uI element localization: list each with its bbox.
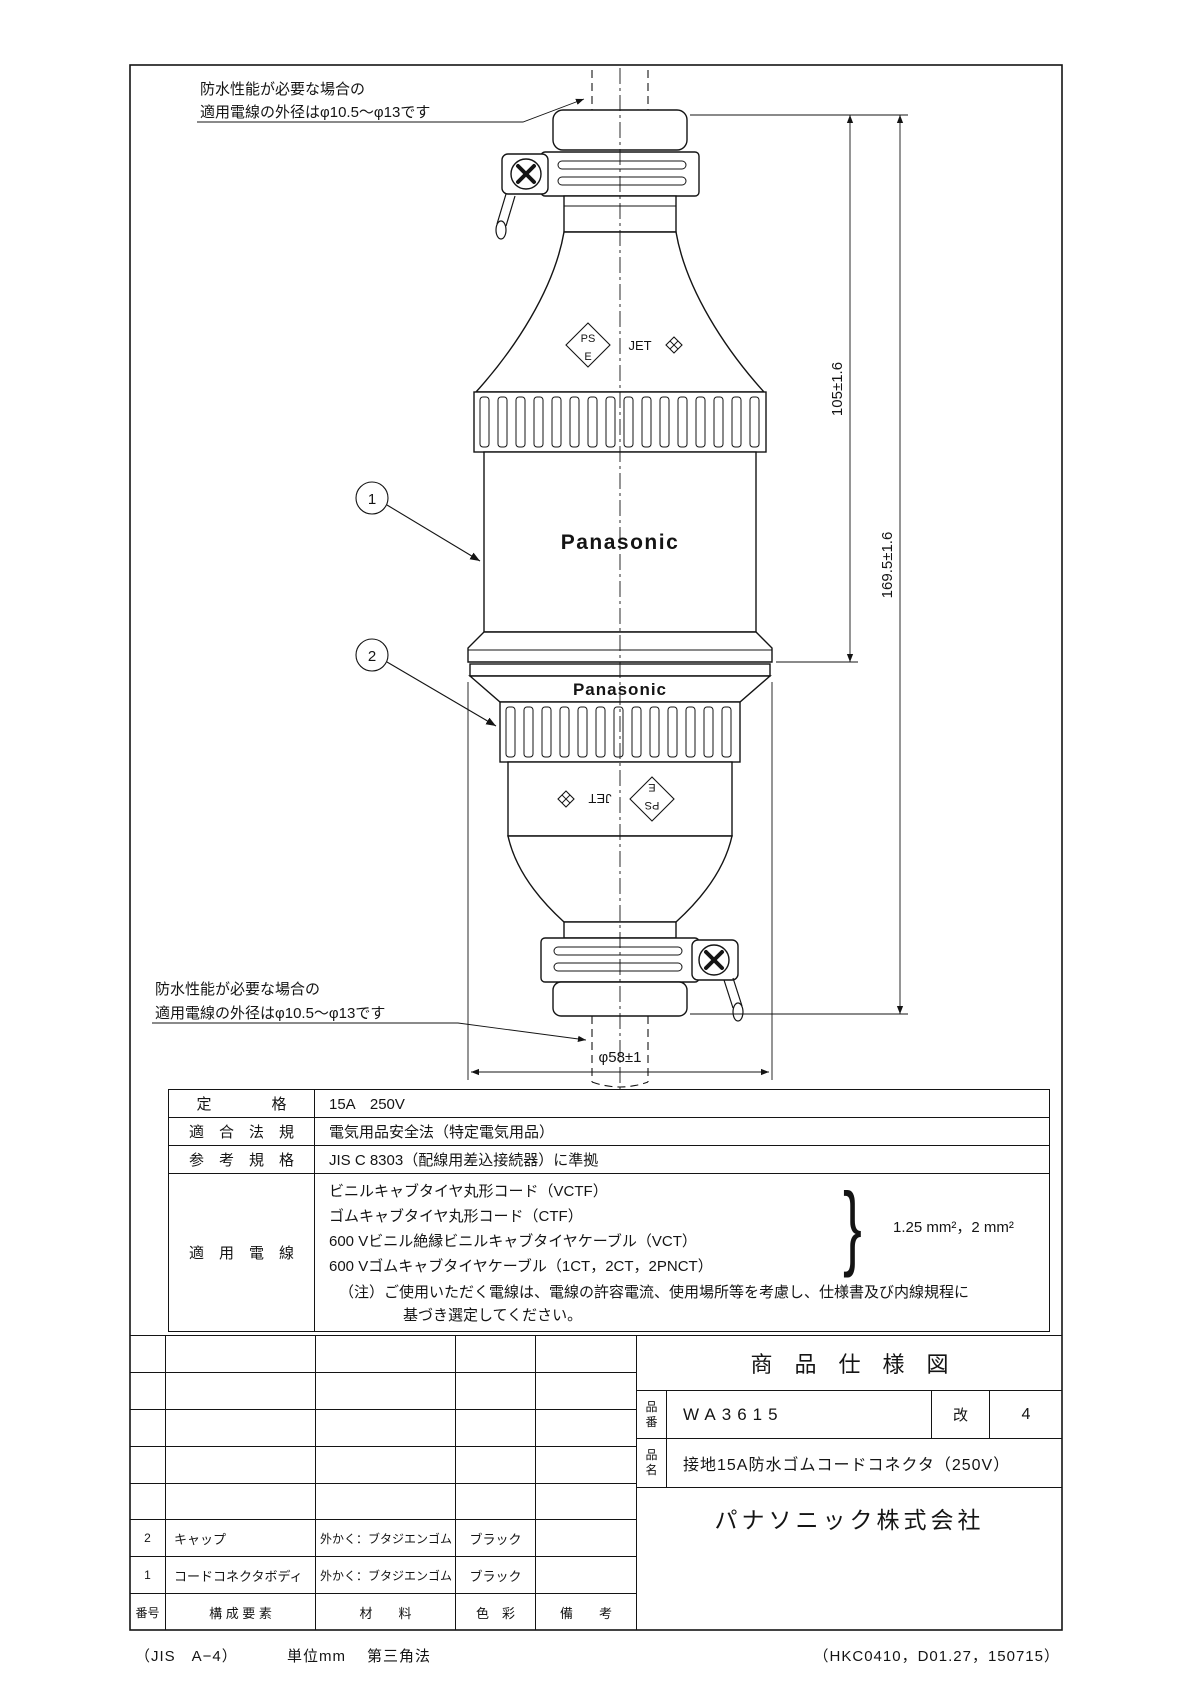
waterproof-note-top-line2: 適用電線の外径はφ10.5～φ13です [200, 103, 430, 121]
part-number-value: WA3615 [683, 1404, 784, 1424]
title-block: 商 品 仕 様 図 品 番 WA3615 改 4 品 名 接地15A防水ゴムコー… [636, 1335, 1062, 1630]
company-name: パナソニック株式会社 [714, 1507, 985, 1533]
waterproof-note-top-line1: 防水性能が必要な場合の [200, 81, 365, 98]
drawing-frame [129, 64, 1063, 1631]
note-leaders [152, 98, 587, 1043]
balloon-2-number: 2 [368, 648, 376, 665]
dimension-lines [467, 114, 908, 1080]
jet-mark-text: JET [628, 338, 651, 353]
parts-empty-row [130, 1446, 636, 1484]
header-remarks: 備 考 [559, 1605, 612, 1621]
balloon-1-number: 1 [368, 491, 376, 508]
wire-caution-line2: 基づき選定してください。 [403, 1307, 583, 1324]
parts-empty-row [130, 1336, 636, 1373]
waterproof-note-bottom-line1: 防水性能が必要な場合の [155, 981, 320, 998]
balloon-1-circle [355, 481, 389, 515]
dim-label-105: 105±1.6 [829, 362, 846, 416]
spec-label-rating: 定 格 [169, 1090, 315, 1117]
part-color: ブラック [456, 1557, 536, 1594]
cable-clamp-top [495, 151, 700, 240]
e-mark-text: E [584, 351, 591, 363]
pse-jet-mark-top [565, 322, 683, 368]
product-name-row: 品 名 接地15A防水ゴムコードコネクタ（250V） [637, 1439, 1062, 1488]
document-code: （HKC0410，D01.27，150715） [813, 1648, 1060, 1665]
part-component: キャップ [166, 1520, 316, 1557]
product-name-label: 品 名 [637, 1439, 667, 1487]
cable-top-dashed [591, 70, 649, 112]
spec-value-rating: 15A 250V [329, 1096, 405, 1113]
pse-jet-mark-bottom [557, 776, 675, 822]
spec-label-law: 適 合 法 規 [169, 1118, 315, 1145]
wire-type-ct: 600 Vゴムキャブタイヤケーブル（1CT，2CT，2PNCT） [329, 1258, 713, 1275]
spec-table: 定 格 15A 250V 適 合 法 規 電気用品安全法（特定電気用品） 参 考… [168, 1089, 1050, 1332]
part-remarks [536, 1520, 636, 1556]
wire-type-ctf: ゴムキャブタイヤ丸形コード（CTF） [329, 1208, 583, 1225]
ps-mark-text-inverted: PS [645, 799, 660, 811]
parts-header-row: 番号 構 成 要 素 材 料 色 彩 備 考 [130, 1594, 636, 1630]
e-mark-text-inverted: E [648, 781, 655, 793]
balloon-2-circle [355, 638, 389, 672]
spec-value-wires: ビニルキャブタイヤ丸形コード（VCTF） ゴムキャブタイヤ丸形コード（CTF） … [315, 1174, 1049, 1331]
spec-row-standard: 参 考 規 格 JIS C 8303（配線用差込接続器）に準拠 [169, 1145, 1049, 1173]
part-remarks [536, 1557, 636, 1593]
part-number-row: 品 番 WA3615 改 4 [637, 1391, 1062, 1439]
spec-value-standard: JIS C 8303（配線用差込接続器）に準拠 [329, 1152, 599, 1169]
part-material: 外かく：ブタジエンゴム [316, 1520, 456, 1557]
spec-row-wires: 適 用 電 線 ビニルキャブタイヤ丸形コード（VCTF） ゴムキャブタイヤ丸形コ… [169, 1173, 1049, 1331]
clamp-bail-wire [723, 977, 744, 1022]
header-material: 材 料 [316, 1594, 456, 1630]
brace-glyph: } [843, 1173, 862, 1278]
header-component: 構 成 要 素 [166, 1594, 316, 1630]
wire-type-vct: 600 Vビニル絶縁ビニルキャブタイヤケーブル（VCT） [329, 1233, 697, 1250]
parts-row-cap: 2 キャップ 外かく：ブタジエンゴム ブラック [130, 1520, 636, 1558]
part-component: コードコネクタボディ [166, 1557, 316, 1594]
spec-label-wires: 適 用 電 線 [169, 1174, 315, 1331]
spec-row-law: 適 合 法 規 電気用品安全法（特定電気用品） [169, 1117, 1049, 1145]
dim-label-diameter: φ58±1 [599, 1049, 642, 1066]
spec-label-standard: 参 考 規 格 [169, 1146, 315, 1173]
part-number: 1 [130, 1557, 166, 1594]
unit-note: 単位mm [287, 1648, 346, 1665]
parts-list-table: 2 キャップ 外かく：ブタジエンゴム ブラック 1 コードコネクタボディ 外かく… [130, 1335, 636, 1630]
wire-type-vctf: ビニルキャブタイヤ丸形コード（VCTF） [329, 1183, 608, 1200]
jet-mark-text-inverted: JET [588, 791, 611, 806]
dim-label-169: 169.5±1.6 [879, 532, 896, 599]
spec-value-law: 電気用品安全法（特定電気用品） [329, 1124, 555, 1141]
grip-ribs-upper [479, 396, 760, 448]
parts-row-body: 1 コードコネクタボディ 外かく：ブタジエンゴム ブラック [130, 1557, 636, 1595]
part-number: 2 [130, 1520, 166, 1557]
revision-label: 改 [931, 1391, 989, 1438]
brand-logo-body: Panasonic [561, 531, 680, 554]
clamp-bail-wire [495, 193, 516, 240]
waterproof-note-bottom-line2: 適用電線の外径はφ10.5～φ13です [155, 1004, 385, 1022]
part-number-label: 品 番 [637, 1391, 667, 1438]
spec-row-rating: 定 格 15A 250V [169, 1090, 1049, 1117]
part-material: 外かく：ブタジエンゴム [316, 1557, 456, 1594]
part-color: ブラック [456, 1520, 536, 1557]
paper-size-note: （JIS A−4） [135, 1648, 238, 1665]
header-number: 番号 [130, 1594, 166, 1630]
product-name-value: 接地15A防水ゴムコードコネクタ（250V） [683, 1457, 1011, 1474]
ps-mark-text: PS [581, 333, 596, 345]
brand-logo-cap: Panasonic [573, 680, 667, 699]
parts-empty-row [130, 1372, 636, 1410]
parts-empty-row [130, 1483, 636, 1521]
document-title: 商 品 仕 様 図 [637, 1336, 1062, 1391]
wire-size-note: 1.25 mm²，2 mm² [893, 1219, 1014, 1236]
revision-value: 4 [989, 1391, 1062, 1438]
projection-note: 第三角法 [367, 1648, 432, 1665]
wire-caution-line1: （注）ご使用いただく電線は、電線の許容電流、使用場所等を考慮し、仕様書及び内線規… [339, 1284, 970, 1301]
parts-empty-row [130, 1409, 636, 1447]
balloon-callouts [355, 481, 497, 727]
grip-ribs-lower [505, 706, 732, 758]
header-color: 色 彩 [456, 1594, 536, 1630]
